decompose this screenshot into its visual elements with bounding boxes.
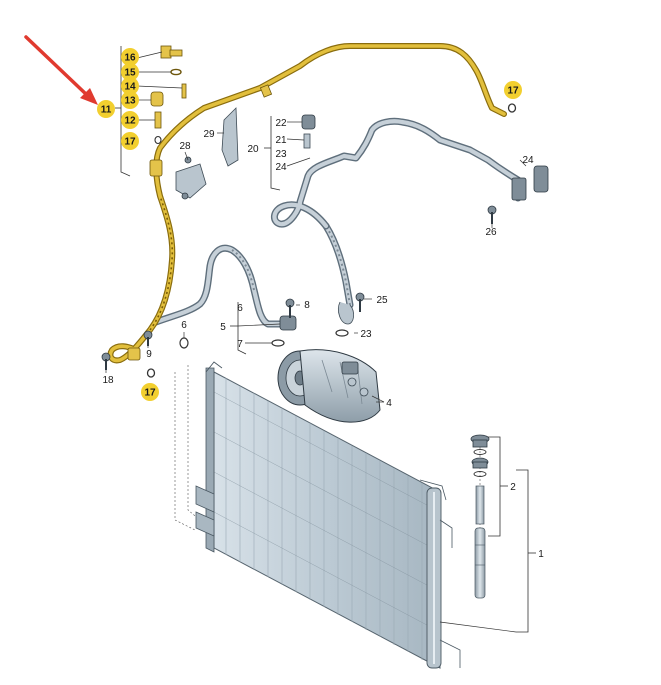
callout-24-right: 24 [522, 155, 534, 166]
callout-12: 12 [124, 116, 136, 127]
callout-16: 16 [124, 53, 136, 64]
callout-26: 26 [485, 227, 497, 238]
callout-1: 1 [538, 549, 544, 560]
callout-23-lower: 23 [360, 329, 372, 340]
dryer-cartridge [470, 434, 490, 599]
callout-badge-11 [97, 100, 115, 118]
highlighted-callouts: 11 16 15 14 13 12 17 17 17 [97, 48, 522, 401]
callout-8: 8 [304, 300, 310, 311]
callout-badge-15 [121, 63, 139, 81]
callout-13: 13 [124, 96, 136, 107]
callout-22: 22 [275, 118, 287, 129]
callout-15: 15 [124, 68, 136, 79]
callout-17-upper-left: 17 [124, 137, 136, 148]
callout-23-upper: 23 [275, 149, 287, 160]
leader-lines [105, 46, 536, 633]
callout-29: 29 [203, 129, 215, 140]
callout-badge-12 [121, 111, 139, 129]
small-parts [101, 45, 549, 378]
red-pointer-arrow [24, 35, 98, 105]
callout-5: 5 [220, 322, 226, 333]
callout-badge-13 [121, 91, 139, 109]
callout-9: 9 [146, 349, 152, 360]
ac-compressor [277, 349, 385, 423]
callout-badge-17a [121, 132, 139, 150]
callout-17-lower: 17 [144, 388, 156, 399]
callout-17-upper-right: 17 [507, 86, 519, 97]
callout-4: 4 [386, 398, 392, 409]
low-pressure-line [271, 117, 527, 325]
callout-2: 2 [510, 482, 516, 493]
callout-24-upper: 24 [275, 162, 287, 173]
callout-badge-17c [141, 383, 159, 401]
callout-18: 18 [102, 375, 114, 386]
condenser [174, 361, 461, 669]
callout-28: 28 [179, 141, 191, 152]
callout-badge-17b [504, 81, 522, 99]
callout-21: 21 [275, 135, 287, 146]
callout-11: 11 [101, 105, 112, 116]
callout-7: 7 [237, 339, 243, 350]
callout-6-upper: 6 [237, 303, 243, 314]
highlighted-refrigerant-line [107, 43, 507, 364]
callout-badge-16 [121, 48, 139, 66]
callout-badge-14 [121, 77, 139, 95]
callout-25: 25 [376, 295, 388, 306]
callout-14: 14 [124, 82, 136, 93]
callout-numbers: 28 29 22 21 20 23 24 24 26 6 5 7 8 25 23… [102, 118, 544, 560]
callout-20: 20 [247, 144, 259, 155]
callout-6-lower: 6 [181, 320, 187, 331]
high-pressure-line [152, 244, 297, 331]
